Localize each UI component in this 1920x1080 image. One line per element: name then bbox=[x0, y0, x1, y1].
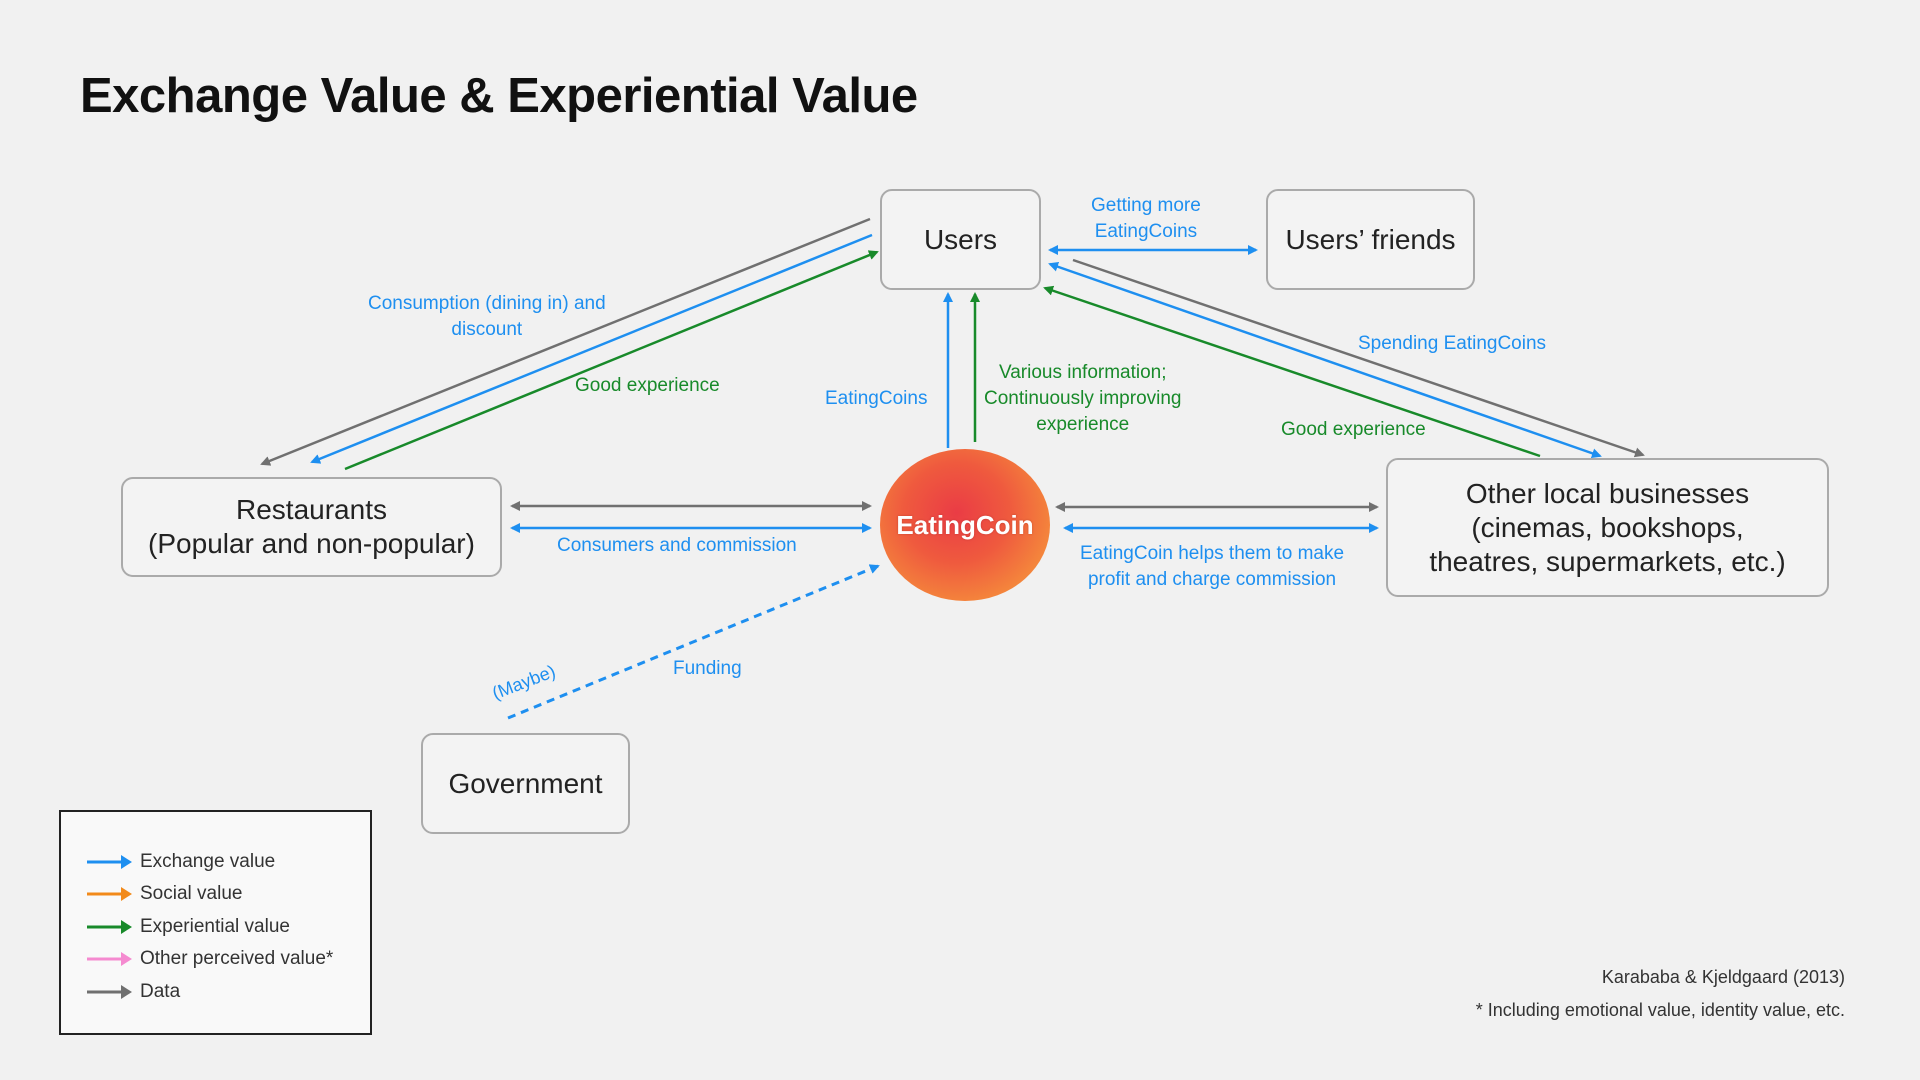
restaurants-label: Restaurants bbox=[236, 494, 387, 525]
legend-item-exchange: Exchange value bbox=[85, 846, 275, 878]
arrow-experience-businesses-to-users bbox=[1043, 285, 1541, 458]
page-title: Exchange Value & Experiential Value bbox=[80, 69, 918, 123]
legend-item-data: Data bbox=[85, 976, 180, 1008]
legend-arrow-icon bbox=[87, 920, 132, 934]
users-node: Users bbox=[880, 189, 1041, 290]
users-friends-node: Users’ friends bbox=[1266, 189, 1475, 290]
label-funding: Funding bbox=[673, 658, 742, 679]
legend-arrow-icon bbox=[87, 985, 132, 999]
restaurants-node: Restaurants (Popular and non-popular) bbox=[121, 477, 502, 577]
legend-label: Exchange value bbox=[140, 851, 276, 872]
legend-arrow-icon bbox=[87, 887, 132, 901]
label-good-experience-restaurants: Good experience bbox=[575, 375, 720, 396]
arrow-data-users-to-businesses bbox=[1072, 258, 1645, 458]
legend-item-other: Other perceived value* bbox=[85, 943, 333, 975]
arrow-exchange-users-to-restaurants bbox=[310, 233, 873, 464]
users-friends-label: Users’ friends bbox=[1285, 223, 1456, 255]
legend-arrow-icon bbox=[87, 855, 132, 869]
label-eatingcoins-to-users: EatingCoins bbox=[825, 388, 928, 409]
label-spending-eatingcoins: Spending EatingCoins bbox=[1358, 333, 1547, 354]
legend-arrow-icon bbox=[87, 952, 132, 966]
other-businesses-node: Other local businesses (cinemas, booksho… bbox=[1386, 458, 1829, 597]
users-label: Users bbox=[923, 223, 998, 255]
legend-label: Social value bbox=[140, 883, 243, 904]
government-label: Government bbox=[448, 767, 603, 799]
legend-item-experiential: Experiential value bbox=[85, 911, 290, 943]
legend-item-social: Social value bbox=[85, 878, 242, 910]
label-consumption-discount: Consumption (dining in) and discount bbox=[368, 293, 606, 340]
label-consumers-commission: Consumers and commission bbox=[557, 535, 797, 556]
legend-label: Data bbox=[140, 981, 181, 1002]
arrow-experience-restaurants-to-users bbox=[344, 250, 879, 471]
arrow-exchange-users-businesses bbox=[1048, 261, 1602, 459]
other-businesses-sublabel-1: (cinemas, bookshops, bbox=[1471, 511, 1744, 543]
restaurants-sublabel: (Popular and non-popular) bbox=[148, 528, 475, 559]
label-getting-more-eatingcoins: Getting more EatingCoins bbox=[1091, 195, 1201, 242]
legend: Exchange value Social value Experiential… bbox=[59, 810, 372, 1035]
government-node: Government bbox=[421, 733, 630, 834]
legend-label: Experiential value bbox=[140, 916, 290, 937]
other-businesses-label: Other local businesses bbox=[1465, 477, 1750, 509]
citation: Karababa & Kjeldgaard (2013) bbox=[1601, 967, 1845, 987]
label-various-information: Various information; Continuously improv… bbox=[984, 362, 1182, 435]
footnote: * Including emotional value, identity va… bbox=[1475, 1000, 1845, 1020]
legend-label: Other perceived value* bbox=[140, 948, 334, 969]
arrow-data-users-to-restaurants bbox=[260, 217, 871, 466]
label-good-experience-businesses: Good experience bbox=[1281, 419, 1426, 440]
other-businesses-sublabel-2: theatres, supermarkets, etc.) bbox=[1429, 545, 1786, 577]
eatingcoin-node: EatingCoin bbox=[880, 449, 1050, 601]
label-helps-profit: EatingCoin helps them to make profit and… bbox=[1080, 543, 1345, 590]
eatingcoin-label: EatingCoin bbox=[896, 509, 1034, 540]
arrow-exchange-government-to-coin bbox=[507, 564, 880, 720]
